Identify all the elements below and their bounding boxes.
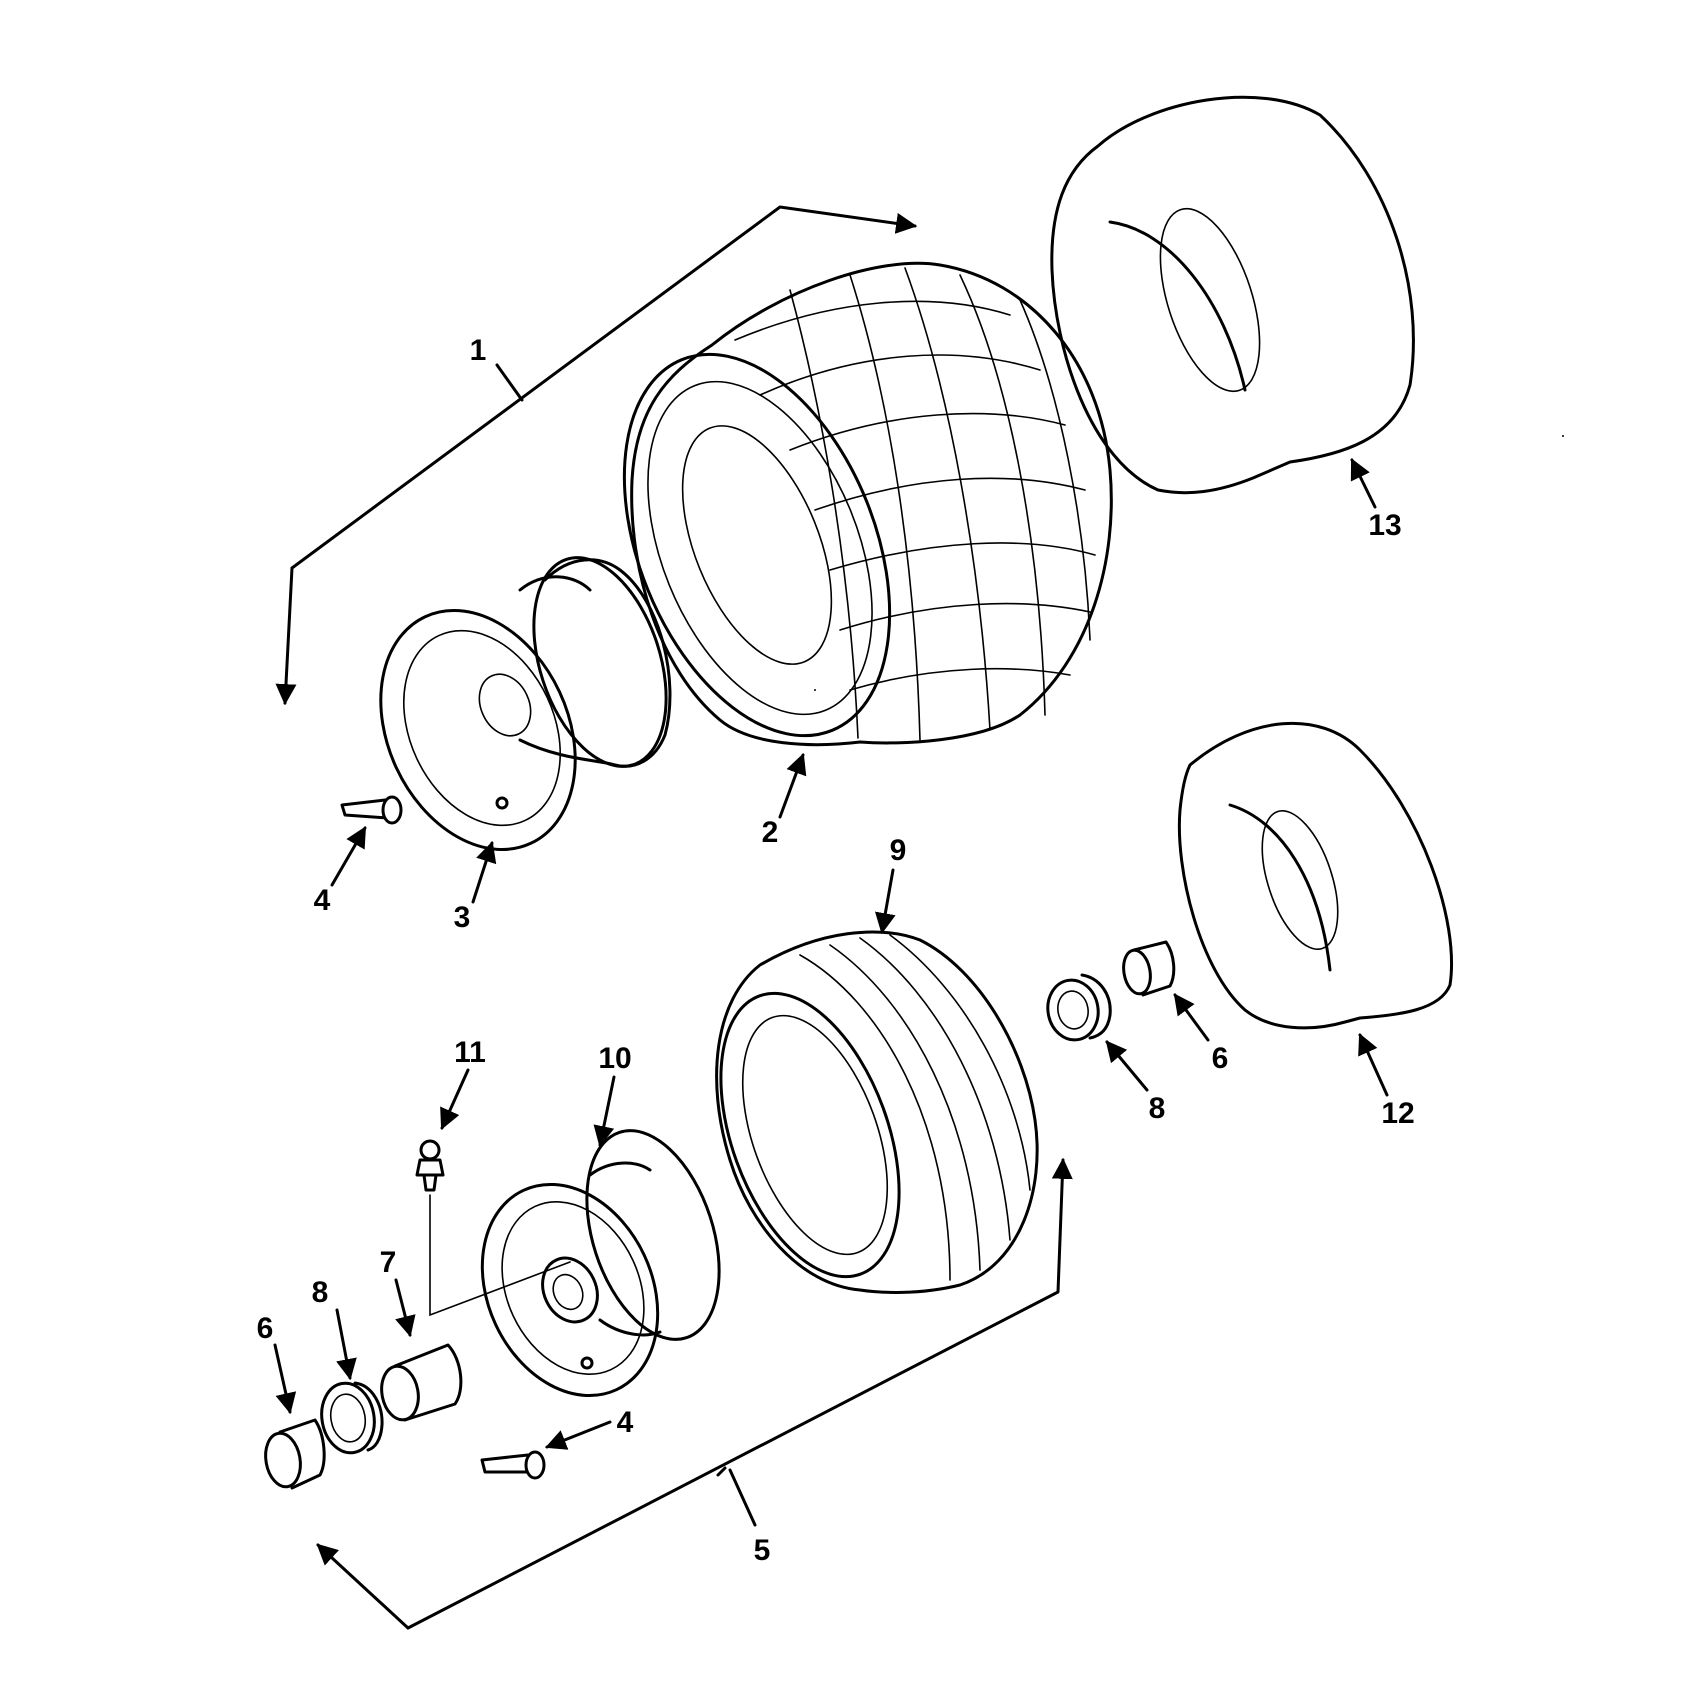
- tire-liner-small: [1177, 721, 1454, 1030]
- flanged-bearing-upper: [1046, 973, 1112, 1042]
- spacer-tube: [380, 1343, 463, 1422]
- callout-8-lower: 8: [312, 1276, 329, 1309]
- callout-9: 9: [890, 834, 907, 867]
- tire-liner-large: [1050, 95, 1415, 495]
- bushing-lower: [264, 1418, 326, 1490]
- callout-5: 5: [754, 1534, 771, 1567]
- callout-10: 10: [598, 1042, 631, 1075]
- callout-11: 11: [454, 1036, 486, 1069]
- callout-12: 12: [1381, 1097, 1414, 1130]
- callout-labels: 1 2 3 4 13 9 8 6 12 10 11 7 8 6 4 5: [257, 334, 1415, 1567]
- callout-4-upper: 4: [314, 884, 331, 917]
- flanged-bearing-lower: [320, 1381, 384, 1455]
- assembly-bracket-lower: [316, 1157, 1073, 1630]
- leader-lines: [273, 363, 1389, 1527]
- callout-7: 7: [380, 1246, 397, 1279]
- bushing-upper: [1122, 940, 1176, 997]
- scan-speck: [1562, 435, 1564, 437]
- ribbed-tire: [715, 930, 1039, 1294]
- valve-stem-upper: [340, 795, 403, 825]
- callout-2: 2: [762, 816, 779, 849]
- callout-1: 1: [470, 334, 487, 367]
- callout-8-upper: 8: [1149, 1092, 1166, 1125]
- assembly-bracket-upper: [275, 205, 918, 706]
- callout-13: 13: [1368, 509, 1401, 542]
- wheel-rim-upper: [379, 556, 672, 852]
- callout-3: 3: [454, 901, 471, 934]
- grease-fitting: [415, 1139, 571, 1317]
- callout-4-lower: 4: [617, 1406, 634, 1439]
- wheel-rim-lower: [480, 1129, 721, 1398]
- scan-speck: [814, 689, 816, 691]
- callout-6-upper: 6: [1212, 1042, 1229, 1075]
- knobby-tire: [622, 261, 1113, 747]
- callout-6-lower: 6: [257, 1312, 274, 1345]
- valve-stem-lower: [480, 1450, 546, 1480]
